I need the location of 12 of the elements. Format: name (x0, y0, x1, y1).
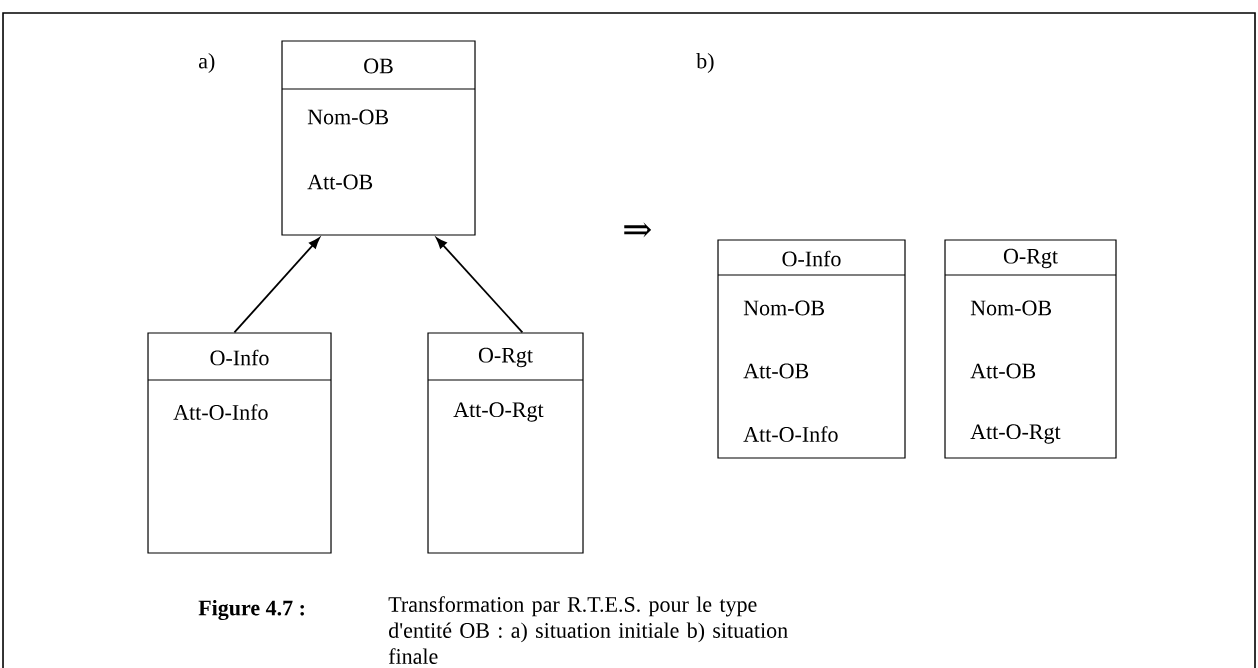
figure-number: Figure 4.7 : (198, 599, 304, 621)
arrow (436, 237, 524, 334)
class-box: O-Rgt Att-O-Rgt (427, 332, 584, 554)
class-box: OB Nom-OB Att-OB (281, 40, 476, 236)
arrow (233, 237, 320, 334)
transformation-arrow: ⇒ (624, 222, 652, 238)
class-box: O-Info Att-O-Info (147, 332, 332, 554)
caption: Transformation par R.T.E.S. pour le type d'entité OB : a) situation initiale b) situation finale (388, 596, 788, 664)
panel-label: a) (199, 53, 215, 73)
class-box: O-Info Nom-OB Att-OB Att-O-Info (717, 239, 906, 459)
class-box: O-Rgt Nom-OB Att-OB Att-O-Rgt (944, 239, 1117, 459)
panel-label: b) (696, 53, 714, 73)
